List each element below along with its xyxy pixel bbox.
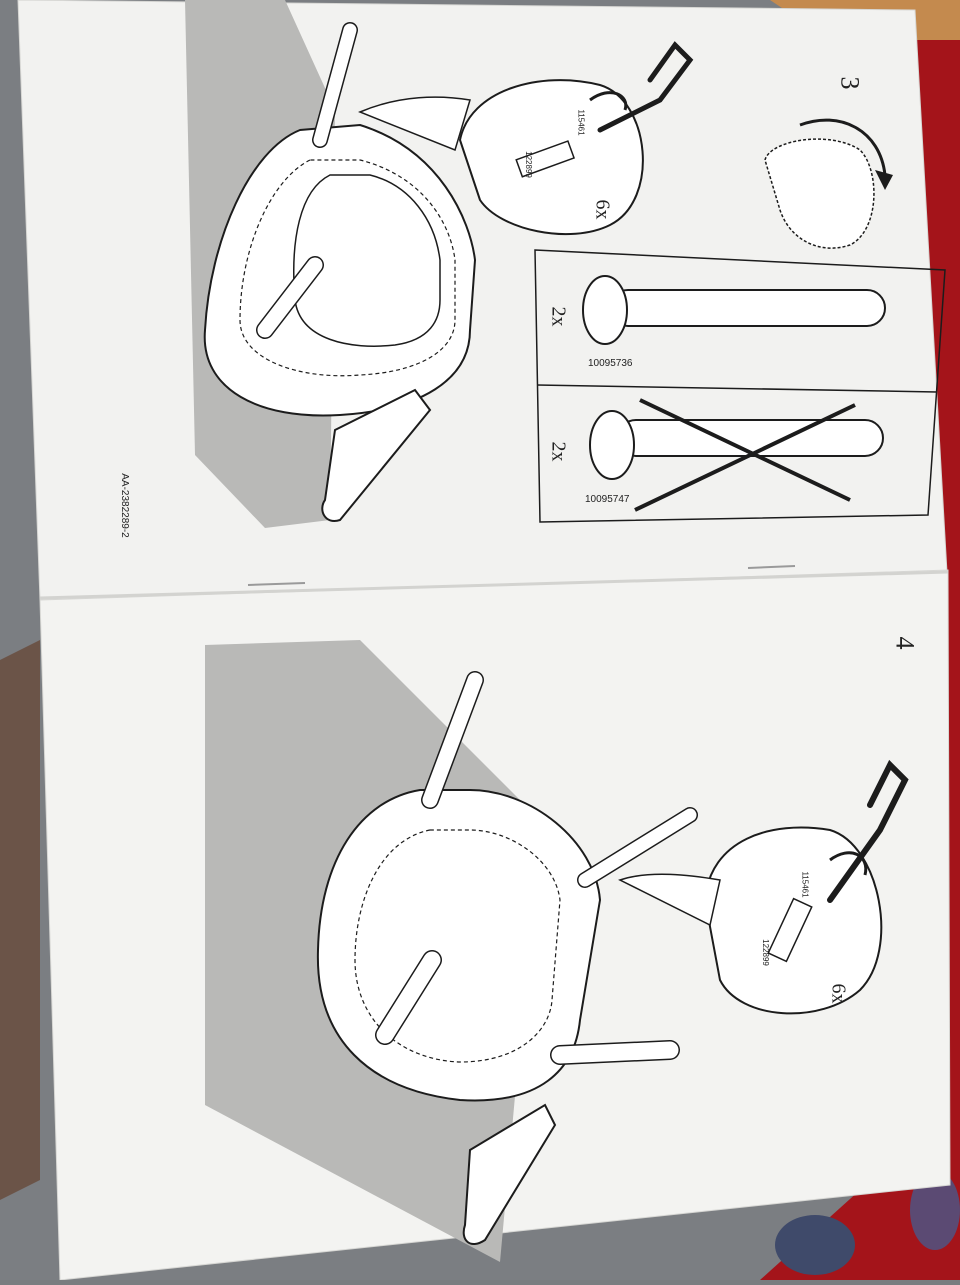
step3-correct-leg-plate: [582, 275, 628, 345]
step3-turn-arrow: [589, 91, 628, 111]
step3-correct-leg-count: 2x: [547, 306, 570, 327]
step3-flip-seat-icon: [764, 138, 875, 249]
step4-number: 4: [890, 636, 920, 650]
step3-wrong-leg-part: 10095747: [585, 494, 630, 505]
step3-correct-leg: [609, 289, 886, 327]
page-fold: [39, 570, 949, 600]
step4-leg-top-fill: [422, 672, 483, 808]
step3-leg-inner-fill: [257, 257, 323, 338]
step3-screw-count: 6x: [591, 199, 614, 220]
step3-tool-code: 115461: [576, 109, 586, 136]
step4-backrest-leg: [462, 1103, 557, 1245]
step4-tool-code: 115461: [800, 871, 810, 898]
step4-screw-count: 6x: [827, 983, 850, 1004]
step3-cross-line-a: [639, 398, 851, 502]
step3-zoom-pointer: [358, 96, 471, 152]
step3-wrong-leg-plate: [589, 410, 635, 480]
step3-legs-box: [534, 249, 946, 523]
staple-left: [247, 582, 306, 586]
step3-screw-code: 122899: [523, 151, 533, 178]
step4-allen-key: [827, 759, 909, 903]
step4-zoom-pointer: [618, 873, 721, 927]
step3-flip-arrowhead: [875, 170, 893, 190]
step3-correct-leg-part: 10095736: [588, 358, 633, 369]
step4-screw-code: 122899: [760, 939, 770, 966]
step3-number: 3: [835, 76, 865, 90]
step3-allen-key: [597, 41, 694, 133]
step4-leg-new-fill: [578, 808, 697, 887]
fabric-edge: [0, 640, 40, 1200]
toy: [910, 1170, 960, 1250]
step3-screw: [515, 140, 576, 178]
step4-turn-arrow: [829, 851, 868, 876]
step3-flip-arrow: [799, 118, 887, 176]
step3-wrong-leg-count: 2x: [547, 441, 570, 462]
step4-seat-stitch: [354, 829, 561, 1063]
step4-leg-inner-fill: [376, 951, 441, 1044]
step4-leg-side-fill: [551, 1041, 679, 1064]
step3-seat-panel: [293, 174, 441, 347]
step3-leg-top-fill: [313, 23, 357, 147]
shoe: [775, 1215, 855, 1275]
step3-cross-line-b: [634, 403, 856, 512]
step4-screw: [767, 897, 813, 963]
step3-legs-divider: [536, 384, 938, 393]
document-number: AA-2382289-2: [118, 473, 130, 538]
step3-seat-stitch: [239, 159, 456, 377]
step3-backrest-leg: [321, 388, 432, 522]
staple-right: [747, 565, 796, 569]
